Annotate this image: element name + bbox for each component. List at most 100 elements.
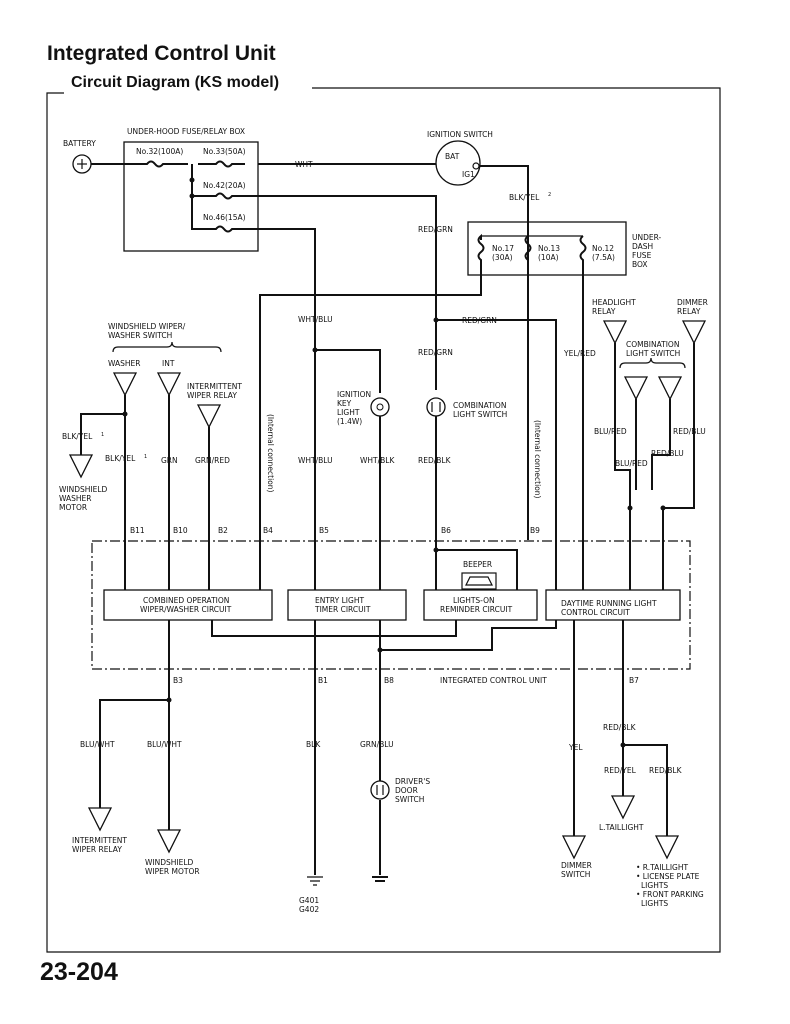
internal-bus-a bbox=[211, 620, 457, 637]
wire-label: BLU/RED bbox=[594, 427, 627, 436]
key-light-icon bbox=[370, 397, 390, 417]
ic-unit-label: INTEGRATED CONTROL UNIT bbox=[440, 676, 547, 685]
fuse-12 bbox=[579, 235, 587, 268]
beeper-wiring bbox=[435, 549, 518, 590]
entry-circuit-block bbox=[287, 589, 407, 621]
wire-label: RED/BLK bbox=[418, 456, 452, 465]
integrated-control-unit bbox=[91, 540, 691, 670]
wire-label: BLK/YEL bbox=[105, 454, 136, 463]
combo-switch-right-label: LIGHT SWITCH bbox=[626, 349, 680, 358]
dimmer-switch-label: SWITCH bbox=[561, 870, 590, 879]
fuse-no46: No.46(15A) bbox=[203, 213, 246, 222]
wire-label: BLU/WHT bbox=[147, 740, 182, 749]
pin-b2: B2 bbox=[218, 526, 228, 535]
wire-label: RED/BLK bbox=[603, 723, 637, 732]
lights-on-circuit-label: LIGHTS-ON bbox=[453, 596, 495, 605]
red-grn-branch bbox=[436, 319, 557, 590]
red-grn-wire bbox=[245, 195, 437, 390]
right-lights-label: • LICENSE PLATE bbox=[636, 872, 700, 881]
page-number: 23-204 bbox=[40, 958, 118, 986]
wiper-relay-bottom-icon bbox=[87, 807, 113, 832]
pin-b10: B10 bbox=[173, 526, 188, 535]
dash-fuse-label: BOX bbox=[632, 260, 648, 269]
washer-switch-icon bbox=[112, 372, 138, 397]
fuse-13 bbox=[524, 233, 532, 268]
wire-label: RED/BLK bbox=[649, 766, 683, 775]
combo-switch-label: COMBINATION bbox=[453, 401, 506, 410]
diagram-frame bbox=[46, 87, 721, 953]
red-blk-output-wires bbox=[622, 620, 668, 836]
wiper-motor-icon bbox=[156, 829, 182, 854]
washer-motor-label: WASHER bbox=[59, 494, 92, 503]
pin-b6: B6 bbox=[441, 526, 451, 535]
fuse-17-wire bbox=[259, 268, 482, 590]
wire-label: RED/BLU bbox=[673, 427, 706, 436]
wiper-switch-label: WINDSHIELD WIPER/ bbox=[108, 322, 186, 331]
combo-switch-b-icon bbox=[657, 376, 683, 401]
dimmer-relay-label: DIMMER bbox=[677, 298, 708, 307]
drl-circuit-block bbox=[545, 589, 681, 621]
red-blu-wire-a bbox=[663, 343, 695, 509]
door-switch-label: DOOR bbox=[395, 786, 418, 795]
right-lights-label: LIGHTS bbox=[641, 881, 668, 890]
right-lights-label: • R.TAILLIGHT bbox=[636, 863, 688, 872]
page-title: Integrated Control Unit bbox=[47, 42, 276, 65]
wire-label: YEL/RED bbox=[563, 349, 596, 358]
key-light-label: IGNITION bbox=[337, 390, 371, 399]
fuse-no13: (10A) bbox=[538, 253, 559, 262]
wire-label: 2 bbox=[548, 192, 551, 198]
bat-terminal: BAT bbox=[445, 152, 460, 161]
wire-label: RED/GRN bbox=[418, 348, 453, 357]
wiper-switch-brace bbox=[112, 341, 222, 353]
wht-blu-wire bbox=[245, 228, 381, 393]
wiper-motor-label: WIPER MOTOR bbox=[145, 867, 200, 876]
combo-switch-a-icon bbox=[623, 376, 649, 401]
under-dash-fuse-box bbox=[467, 221, 627, 276]
washer-motor-icon bbox=[68, 454, 94, 479]
washer-motor-wire bbox=[80, 413, 125, 455]
pin-b7: B7 bbox=[629, 676, 639, 685]
right-lights-icon bbox=[654, 835, 680, 860]
ground-icon bbox=[372, 876, 388, 882]
wire-label: 1 bbox=[101, 432, 104, 438]
fuse-17 bbox=[477, 233, 485, 268]
dimmer-relay-icon bbox=[681, 320, 707, 345]
relay-icon bbox=[196, 404, 222, 429]
entry-circuit-label: TIMER CIRCUIT bbox=[314, 605, 371, 614]
wire-label: WHT bbox=[295, 160, 313, 169]
right-lights-label: • FRONT PARKING bbox=[636, 890, 704, 899]
fuse-strip-branch bbox=[191, 164, 245, 233]
wire-label: BLU/WHT bbox=[80, 740, 115, 749]
fuse-no32: No.32(100A) bbox=[136, 147, 183, 156]
wire-label: BLK bbox=[306, 740, 321, 749]
int-switch-icon bbox=[156, 372, 182, 397]
fuse-no12: No.12 bbox=[592, 244, 614, 253]
door-switch-label: DRIVER'S bbox=[395, 777, 430, 786]
wire-label: RED/GRN bbox=[418, 225, 453, 234]
l-taillight-icon bbox=[610, 795, 636, 820]
lights-on-circuit-block bbox=[423, 589, 538, 621]
combo-switch-label: LIGHT SWITCH bbox=[453, 410, 507, 419]
relay-bottom-label: INTERMITTENT bbox=[72, 836, 127, 845]
dimmer-switch-label: DIMMER bbox=[561, 861, 592, 870]
wire-label: BLK/YEL bbox=[509, 193, 540, 202]
fuse-no17: No.17 bbox=[492, 244, 514, 253]
wire-label: WHT/BLK bbox=[360, 456, 395, 465]
key-light-label: LIGHT bbox=[337, 408, 360, 417]
washer-label: WASHER bbox=[108, 359, 141, 368]
fuse-no13: No.13 bbox=[538, 244, 560, 253]
wire-label: YEL bbox=[568, 743, 583, 752]
relay-label: WIPER RELAY bbox=[187, 391, 237, 400]
wire-label: GRN/BLU bbox=[360, 740, 394, 749]
wire-label: BLU/RED bbox=[615, 459, 648, 468]
fuse-no17: (30A) bbox=[492, 253, 513, 262]
door-switch-label: SWITCH bbox=[395, 795, 424, 804]
frame-corner bbox=[46, 92, 64, 104]
combo-switch-brace bbox=[619, 357, 686, 369]
combo-switch-right-label: COMBINATION bbox=[626, 340, 679, 349]
wire-label: GRN/RED bbox=[195, 456, 230, 465]
dash-fuse-label: UNDER- bbox=[632, 233, 662, 242]
key-light-label: KEY bbox=[337, 399, 352, 408]
beeper-icon bbox=[461, 572, 497, 590]
wire-label: RED/GRN bbox=[462, 316, 497, 325]
